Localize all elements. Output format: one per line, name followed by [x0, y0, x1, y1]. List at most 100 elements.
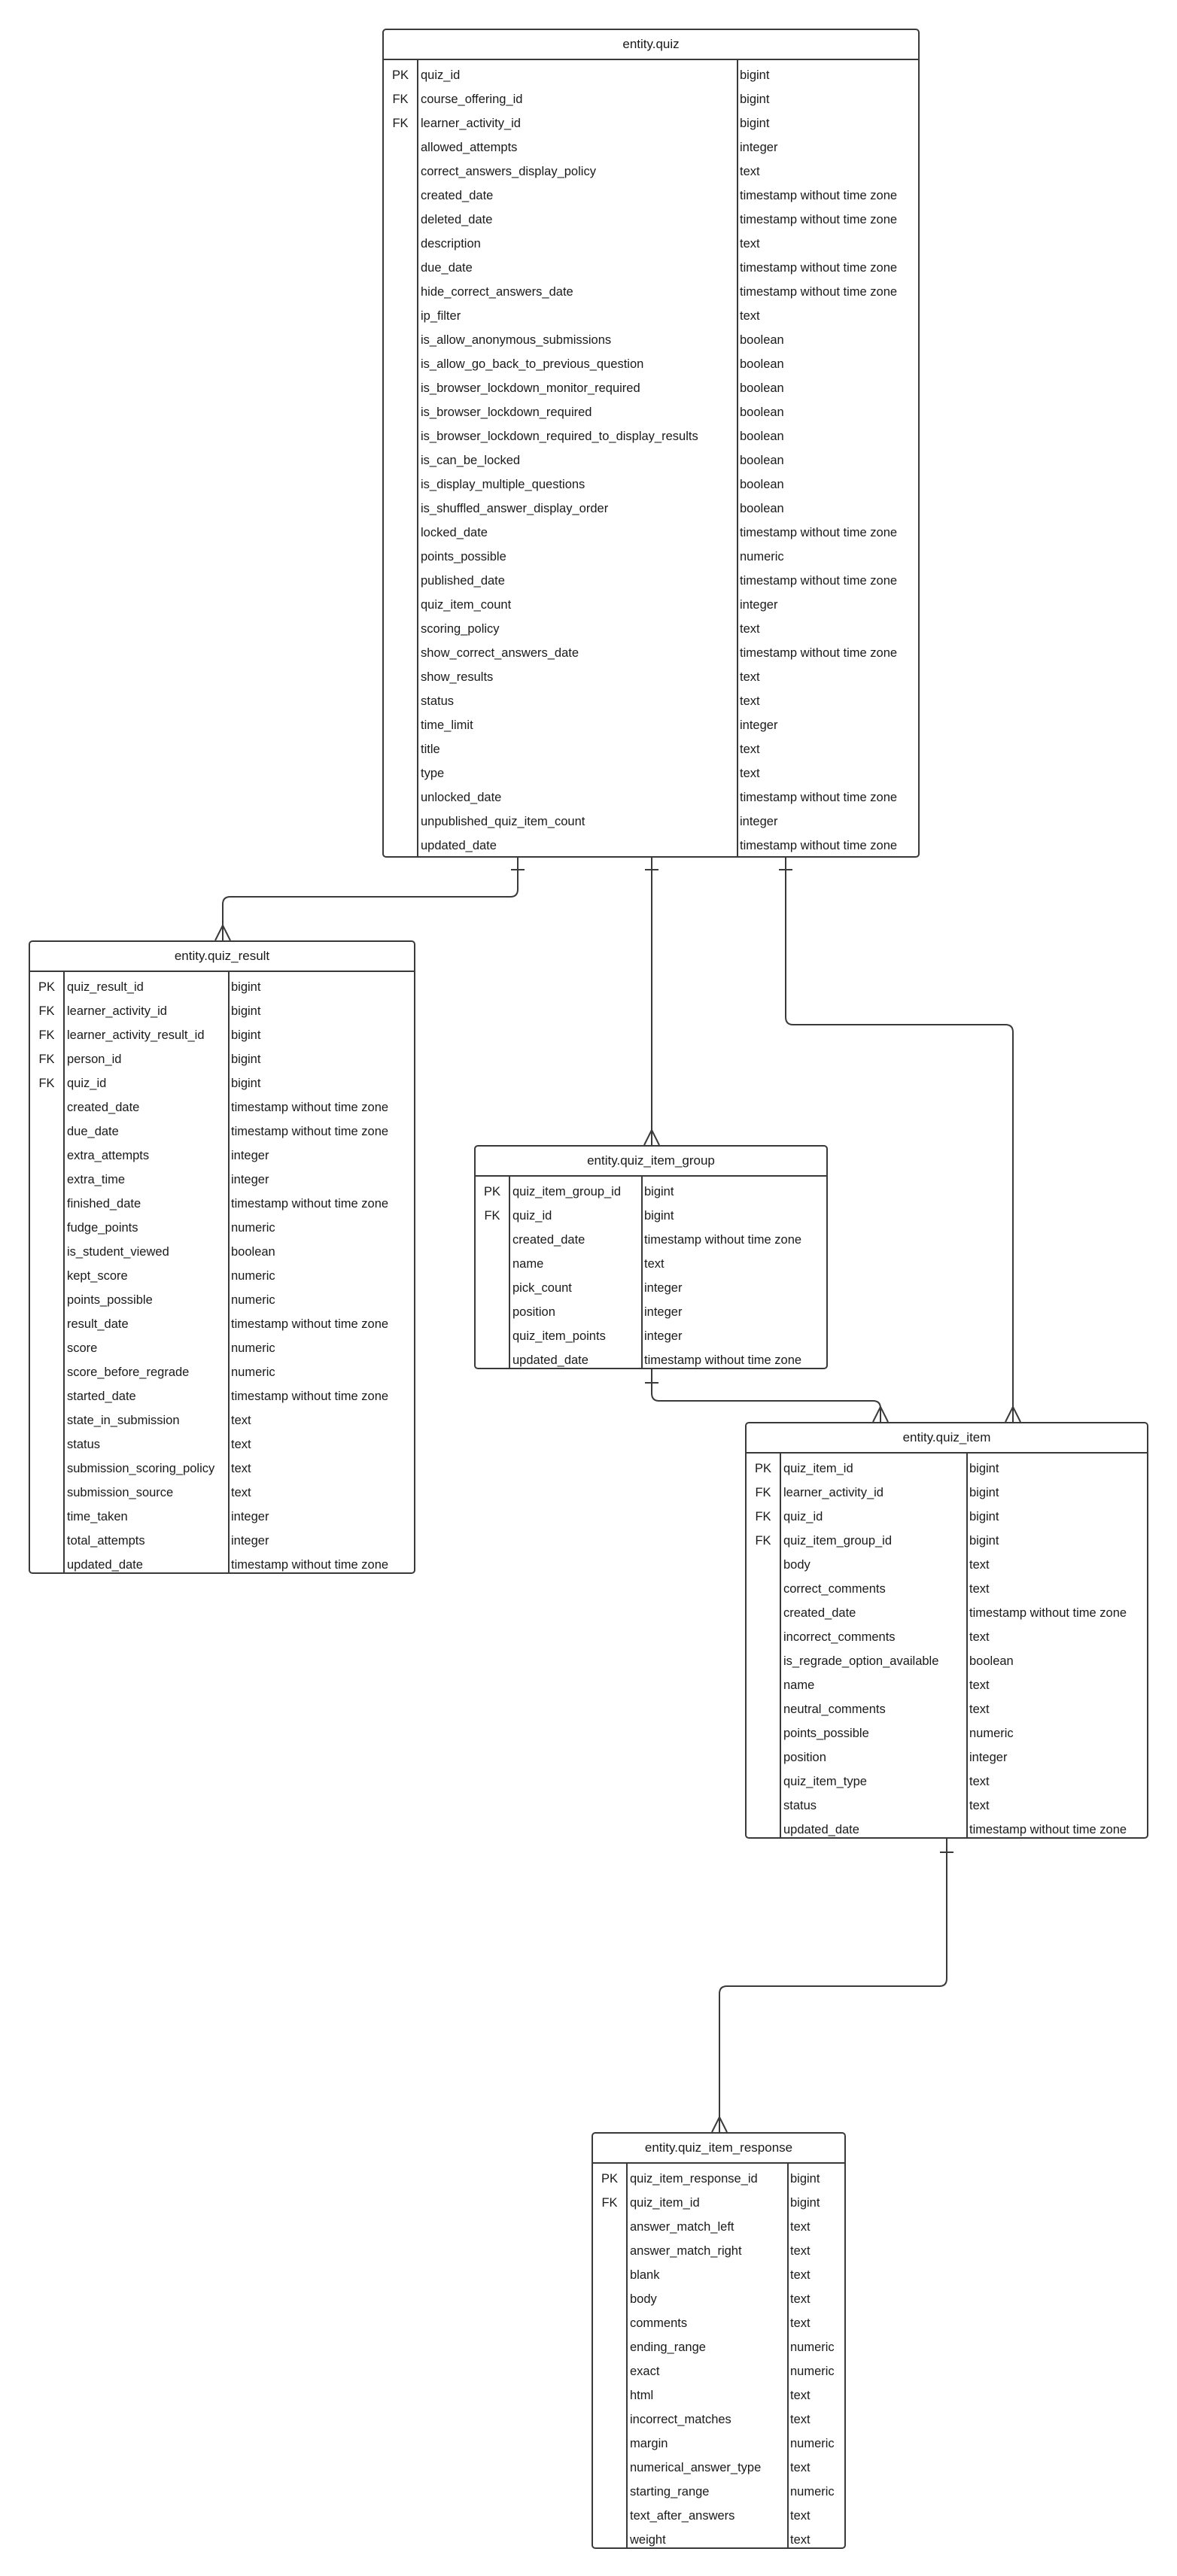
column-name: unlocked_date: [421, 791, 502, 804]
column-name: quiz_item_count: [421, 598, 512, 612]
column-key: [384, 304, 417, 328]
column-key: [747, 1649, 780, 1673]
column-name: hide_correct_answers_date: [421, 285, 573, 299]
column-name: is_browser_lockdown_required_to_display_…: [421, 430, 698, 443]
column-type: numeric: [790, 2437, 835, 2450]
column-type: numeric: [790, 2341, 835, 2354]
entity-title: entity.quiz_item_response: [593, 2134, 844, 2164]
column-type: bigint: [969, 1486, 999, 1499]
cardinality-many-marker: [643, 1128, 660, 1146]
column-type: text: [790, 2316, 811, 2330]
column-name: position: [783, 1751, 826, 1764]
column-type: numeric: [231, 1341, 275, 1355]
column-type: numeric: [231, 1365, 275, 1379]
column-name: submission_source: [67, 1486, 174, 1499]
column-key: [30, 1336, 63, 1360]
column-row: score numeric: [30, 1336, 414, 1360]
column-name: incorrect_matches: [630, 2413, 731, 2426]
column-key: [30, 1240, 63, 1264]
column-name: updated_date: [783, 1823, 859, 1836]
column-key: [593, 2335, 626, 2359]
column-type: timestamp without time zone: [740, 261, 898, 275]
column-name: starting_range: [630, 2485, 710, 2499]
column-name: correct_answers_display_policy: [421, 165, 596, 178]
column-type: numeric: [790, 2485, 835, 2499]
column-name: quiz_id: [783, 1510, 823, 1523]
column-divider: [509, 1177, 510, 1368]
column-type: integer: [740, 815, 778, 828]
column-name: score: [67, 1341, 98, 1355]
column-type: bigint: [740, 93, 770, 106]
entity-title: entity.quiz: [384, 30, 918, 60]
column-name: description: [421, 237, 481, 251]
column-key: [384, 810, 417, 834]
column-key: [593, 2311, 626, 2335]
column-type: integer: [231, 1534, 269, 1548]
column-type: timestamp without time zone: [740, 791, 898, 804]
column-type: integer: [740, 141, 778, 154]
column-name: show_correct_answers_date: [421, 646, 579, 660]
column-key: [593, 2432, 626, 2456]
column-key: FK: [392, 117, 409, 130]
column-key: [384, 135, 417, 159]
column-name: deleted_date: [421, 213, 493, 226]
column-name: updated_date: [67, 1558, 143, 1572]
column-name: quiz_id: [421, 68, 461, 82]
column-key: [384, 785, 417, 810]
column-key: FK: [38, 1028, 55, 1042]
column-name: pick_count: [512, 1281, 572, 1295]
relationship-line: [222, 858, 519, 940]
column-type: text: [969, 1558, 990, 1572]
column-key: [30, 1312, 63, 1336]
column-type: text: [231, 1462, 251, 1475]
cardinality-many-marker: [872, 1405, 889, 1423]
entity-title: entity.quiz_item_group: [476, 1147, 826, 1177]
column-type: bigint: [231, 1053, 261, 1066]
column-name: title: [421, 743, 440, 756]
column-key: [30, 1360, 63, 1384]
column-type: bigint: [231, 980, 261, 994]
column-name: is_allow_go_back_to_previous_question: [421, 357, 644, 371]
column-type: timestamp without time zone: [231, 1101, 389, 1114]
column-name: created_date: [67, 1101, 140, 1114]
column-type: boolean: [231, 1245, 275, 1259]
column-name: is_browser_lockdown_required: [421, 406, 592, 419]
column-key: [593, 2263, 626, 2287]
column-key: [747, 1794, 780, 1818]
column-type: bigint: [231, 1004, 261, 1018]
column-type: timestamp without time zone: [231, 1317, 389, 1331]
column-name: neutral_comments: [783, 1703, 886, 1716]
column-name: is_regrade_option_available: [783, 1654, 939, 1668]
relationship-line: [719, 1839, 947, 2132]
column-type: text: [790, 2389, 811, 2402]
column-key: FK: [755, 1486, 771, 1499]
column-type: timestamp without time zone: [644, 1233, 802, 1247]
column-name: fudge_points: [67, 1221, 138, 1235]
column-type: text: [740, 670, 760, 684]
column-key: [30, 1288, 63, 1312]
column-type: text: [790, 2292, 811, 2306]
column-type: text: [790, 2220, 811, 2234]
column-key: [747, 1577, 780, 1601]
column-key: [30, 1529, 63, 1553]
column-key: [384, 159, 417, 184]
